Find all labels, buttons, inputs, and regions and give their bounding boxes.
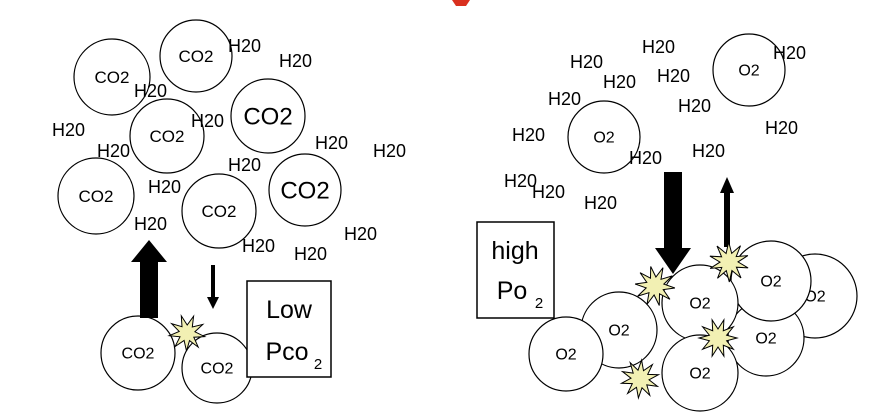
co2-molecule: CO2 [159,19,233,93]
o2-molecule-cluster: O2 [528,316,604,392]
o2-molecule-cluster-label: O2 [689,296,710,313]
down-arrow-large [655,172,691,274]
h2o-label: H20 [678,96,711,116]
o2-molecule-label: O2 [593,130,614,147]
co2-molecule: CO2 [73,38,151,116]
high-po2-box: high Po 2 [476,221,555,319]
co2-molecule-label: CO2 [179,47,214,66]
o2-molecule-label: O2 [738,63,759,80]
h2o-label: H20 [584,193,617,213]
o2-molecule-cluster-label: O2 [755,331,776,348]
h2o-label: H20 [692,141,725,161]
h2o-label: H20 [344,224,377,244]
po-subscript: 2 [535,295,543,312]
h2o-label: H20 [642,37,675,57]
contact-burst [167,314,207,352]
high-label: high [491,237,538,265]
contact-burst [634,266,676,306]
down-arrow-small [207,265,219,309]
o2-molecule-cluster-label: O2 [555,347,576,364]
h2o-label: H20 [191,111,224,131]
up-arrow-large [131,240,167,318]
h2o-label: H20 [629,148,662,168]
o2-molecule: O2 [712,33,786,107]
h2o-label: H20 [279,51,312,71]
co2-molecule-label: CO2 [95,68,130,87]
po-label: Po [497,277,528,305]
co2-molecule: CO2 [181,173,257,249]
co2-molecule-label: CO2 [79,187,114,206]
h2o-label: H20 [657,66,690,86]
o2-molecule-cluster: O2 [661,264,739,342]
co2-molecule-bottom: CO2 [100,315,176,391]
co2-molecule-label: CO2 [243,103,292,130]
h2o-label: H20 [148,177,181,197]
co2-molecule-label: CO2 [150,127,185,146]
contact-burst [619,358,661,400]
h2o-label: H20 [512,125,545,145]
contact-burst [697,318,739,358]
h2o-label: H20 [765,118,798,138]
h2o-label: H20 [228,155,261,175]
pco-subscript: 2 [314,356,322,373]
low-pco2-box: Low Pco 2 [246,280,332,378]
h2o-label: H20 [532,182,565,202]
o2-molecule-cluster-label: O2 [760,274,781,291]
co2-molecule: CO2 [57,157,135,235]
h2o-label: H20 [603,72,636,92]
h2o-label: H20 [373,141,406,161]
co2-molecule: CO2 [230,78,306,154]
o2-molecule-cluster-label: O2 [608,323,629,340]
co2-molecule-bottom-label: CO2 [122,346,155,363]
co2-molecule-label: CO2 [202,202,237,221]
top-red-mark [452,0,470,6]
h2o-label: H20 [570,52,603,72]
o2-molecule-cluster: O2 [661,334,739,412]
h2o-label: H20 [97,141,130,161]
co2-molecule-bottom: CO2 [181,332,253,404]
h2o-label: H20 [134,214,167,234]
h2o-label: H20 [242,236,275,256]
h2o-label: H20 [773,43,806,63]
low-label: Low [266,296,313,324]
pco-label: Pco [265,338,308,366]
o2-molecule: O2 [567,100,641,174]
o2-molecule-cluster-label: O2 [689,366,710,383]
h2o-label: H20 [504,171,537,191]
h2o-label: H20 [315,133,348,153]
h2o-label: H20 [548,89,581,109]
h2o-label: H20 [228,36,261,56]
h2o-label: H20 [52,120,85,140]
co2-molecule: CO2 [268,153,342,227]
o2-molecule-cluster: O2 [730,240,812,322]
co2-molecule: CO2 [129,98,205,174]
h2o-label: H20 [294,244,327,264]
h2o-label: H20 [134,81,167,101]
co2-molecule-bottom-label: CO2 [201,361,234,378]
contact-burst [709,241,749,283]
up-arrow-small [720,177,734,247]
co2-molecule-label: CO2 [280,177,329,204]
